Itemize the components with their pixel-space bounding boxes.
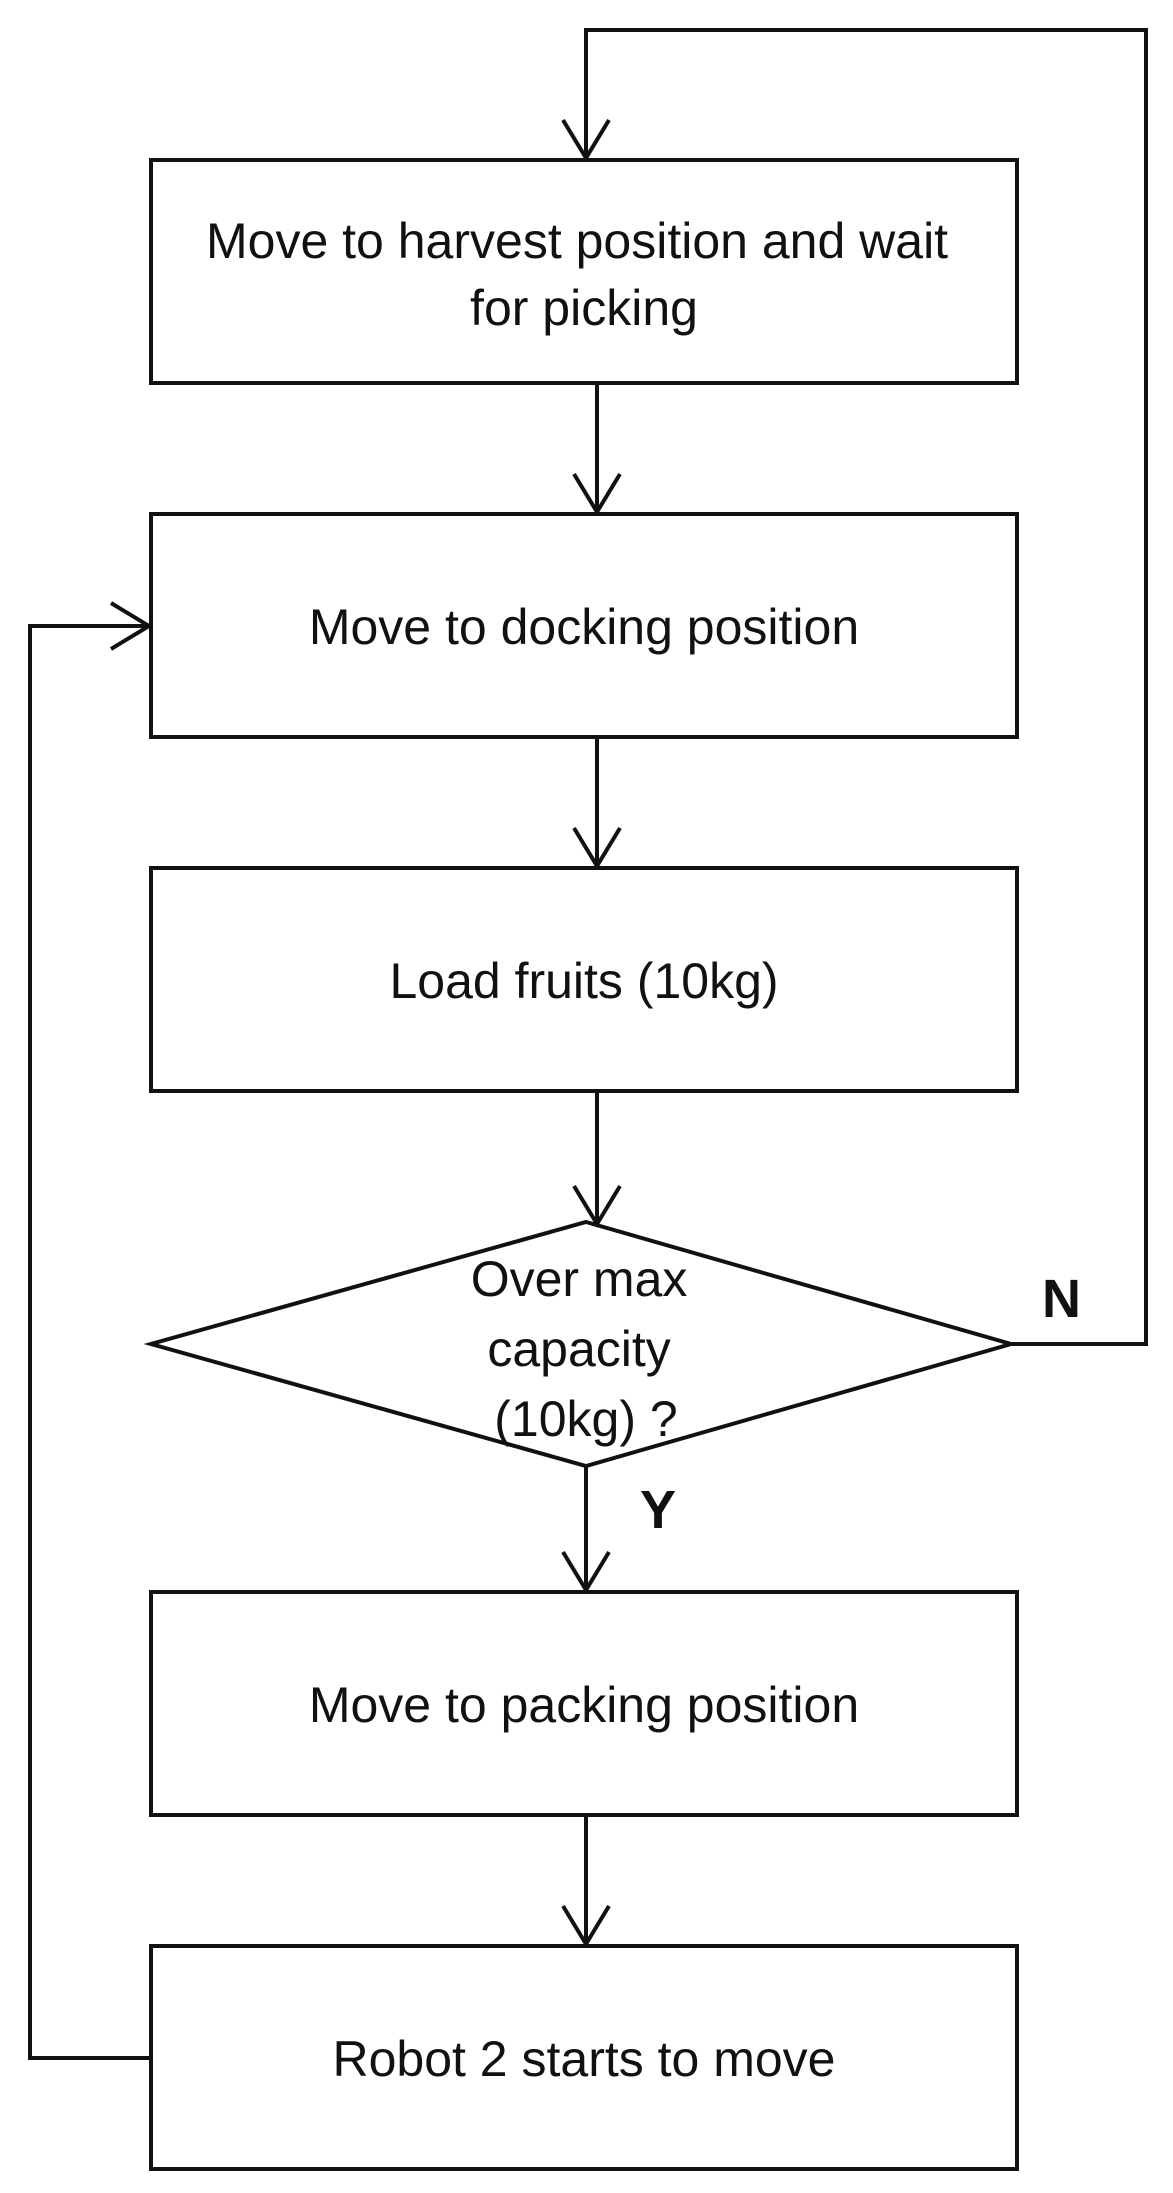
edge-docking-load-arrowhead xyxy=(572,826,622,870)
node-decision-line-1: Over max xyxy=(471,1251,688,1307)
branch-label-yes: Y xyxy=(640,1480,676,1540)
node-load-label: Load fruits (10kg) xyxy=(389,953,778,1009)
node-decision-line-3: (10kg) ? xyxy=(494,1391,677,1447)
edge-load-decision-arrowhead xyxy=(572,1184,622,1228)
node-packing-label: Move to packing position xyxy=(309,1677,859,1733)
branch-label-no: N xyxy=(1042,1269,1081,1329)
node-decision-label: Over max capacity (10kg) ? xyxy=(471,1251,702,1447)
edge-decision-packing-arrowhead xyxy=(561,1550,611,1594)
edge-harvest-docking-arrowhead xyxy=(572,472,622,516)
edge-robot2-docking-loop xyxy=(28,624,151,2060)
node-harvest: Move to harvest position and wait for pi… xyxy=(149,158,1019,385)
node-docking-box xyxy=(149,512,1019,739)
edge-decision-no-loop xyxy=(584,28,1148,1346)
node-robot2: Robot 2 starts to move xyxy=(149,1944,1019,2171)
edge-robot2-docking-loop-arrowhead xyxy=(109,601,153,651)
edge-packing-robot2-arrowhead xyxy=(561,1904,611,1948)
node-harvest-label: Move to harvest position and wait for pi… xyxy=(206,213,962,336)
node-load-box xyxy=(149,866,1019,1093)
node-robot2-box xyxy=(149,1944,1019,2171)
edge-decision-no-loop-arrowhead xyxy=(561,118,611,162)
node-harvest-line-2: for picking xyxy=(470,280,698,336)
node-harvest-line-1: Move to harvest position and wait xyxy=(206,213,948,269)
node-harvest-box xyxy=(149,158,1019,385)
node-packing-box xyxy=(149,1590,1019,1817)
node-docking: Move to docking position xyxy=(149,512,1019,739)
node-decision: Over max capacity (10kg) ? xyxy=(143,1219,1019,1469)
node-load: Load fruits (10kg) xyxy=(149,866,1019,1093)
node-packing: Move to packing position xyxy=(149,1590,1019,1817)
node-decision-line-2: capacity xyxy=(487,1321,670,1377)
node-docking-label: Move to docking position xyxy=(309,599,859,655)
node-robot2-label: Robot 2 starts to move xyxy=(332,2031,835,2087)
